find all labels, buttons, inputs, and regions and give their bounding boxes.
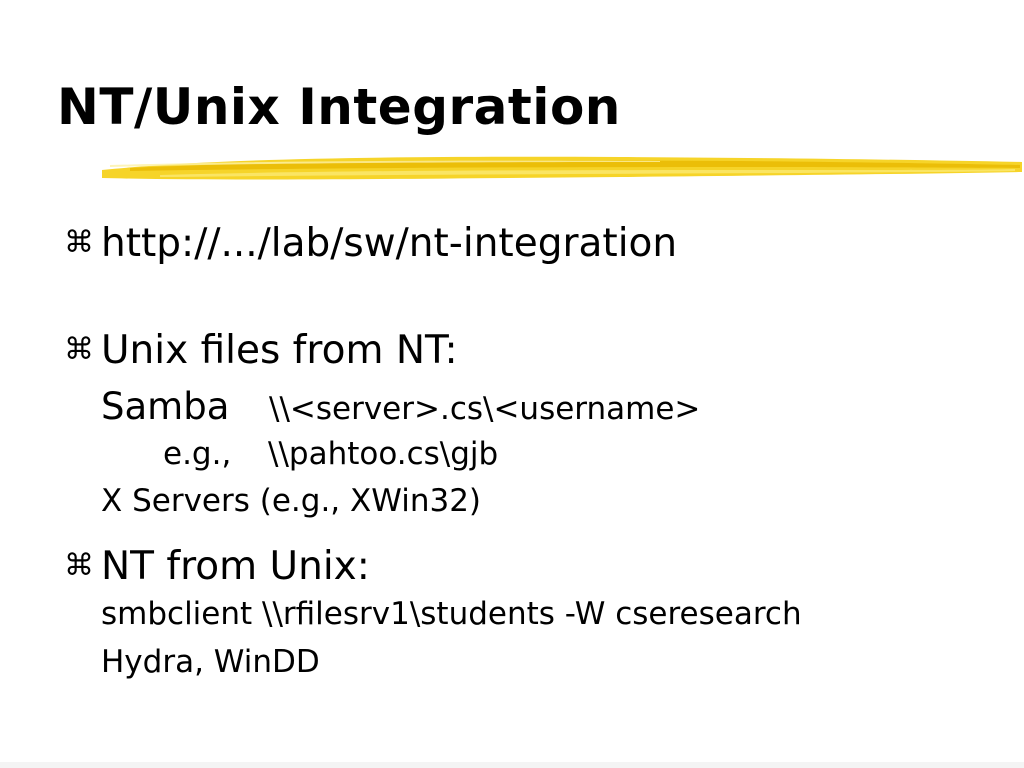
smbclient-line: smbclient \\rfilesrv1\students -W cseres… — [101, 596, 802, 632]
bullet-nt-from-unix: ⌘NT from Unix: — [64, 544, 370, 590]
command-key-icon: ⌘ — [64, 225, 94, 260]
title-highlight-stroke — [102, 156, 1022, 180]
slide-title: NT/Unix Integration — [57, 78, 621, 136]
samba-label: Samba — [101, 385, 230, 428]
bullet-url: ⌘http://.../lab/sw/nt-integration — [64, 221, 678, 267]
command-key-icon: ⌘ — [64, 548, 94, 583]
example-label: e.g., — [163, 436, 232, 472]
bullet-unix-files-text: Unix files from NT: — [101, 328, 458, 373]
samba-line: Samba \\<server>.cs\<username> — [101, 385, 701, 429]
samba-path: \\<server>.cs\<username> — [269, 391, 701, 427]
xservers-line: X Servers (e.g., XWin32) — [101, 483, 482, 519]
bullet-url-text: http://.../lab/sw/nt-integration — [101, 221, 678, 266]
command-key-icon: ⌘ — [64, 332, 94, 367]
example-line: e.g., \\pahtoo.cs\gjb — [101, 436, 499, 473]
slide-bottom-edge — [0, 762, 1024, 768]
example-path: \\pahtoo.cs\gjb — [268, 436, 499, 472]
bullet-nt-from-unix-text: NT from Unix: — [101, 544, 370, 589]
hydra-line: Hydra, WinDD — [101, 644, 320, 680]
bullet-unix-files-from-nt: ⌘Unix files from NT: — [64, 328, 458, 374]
